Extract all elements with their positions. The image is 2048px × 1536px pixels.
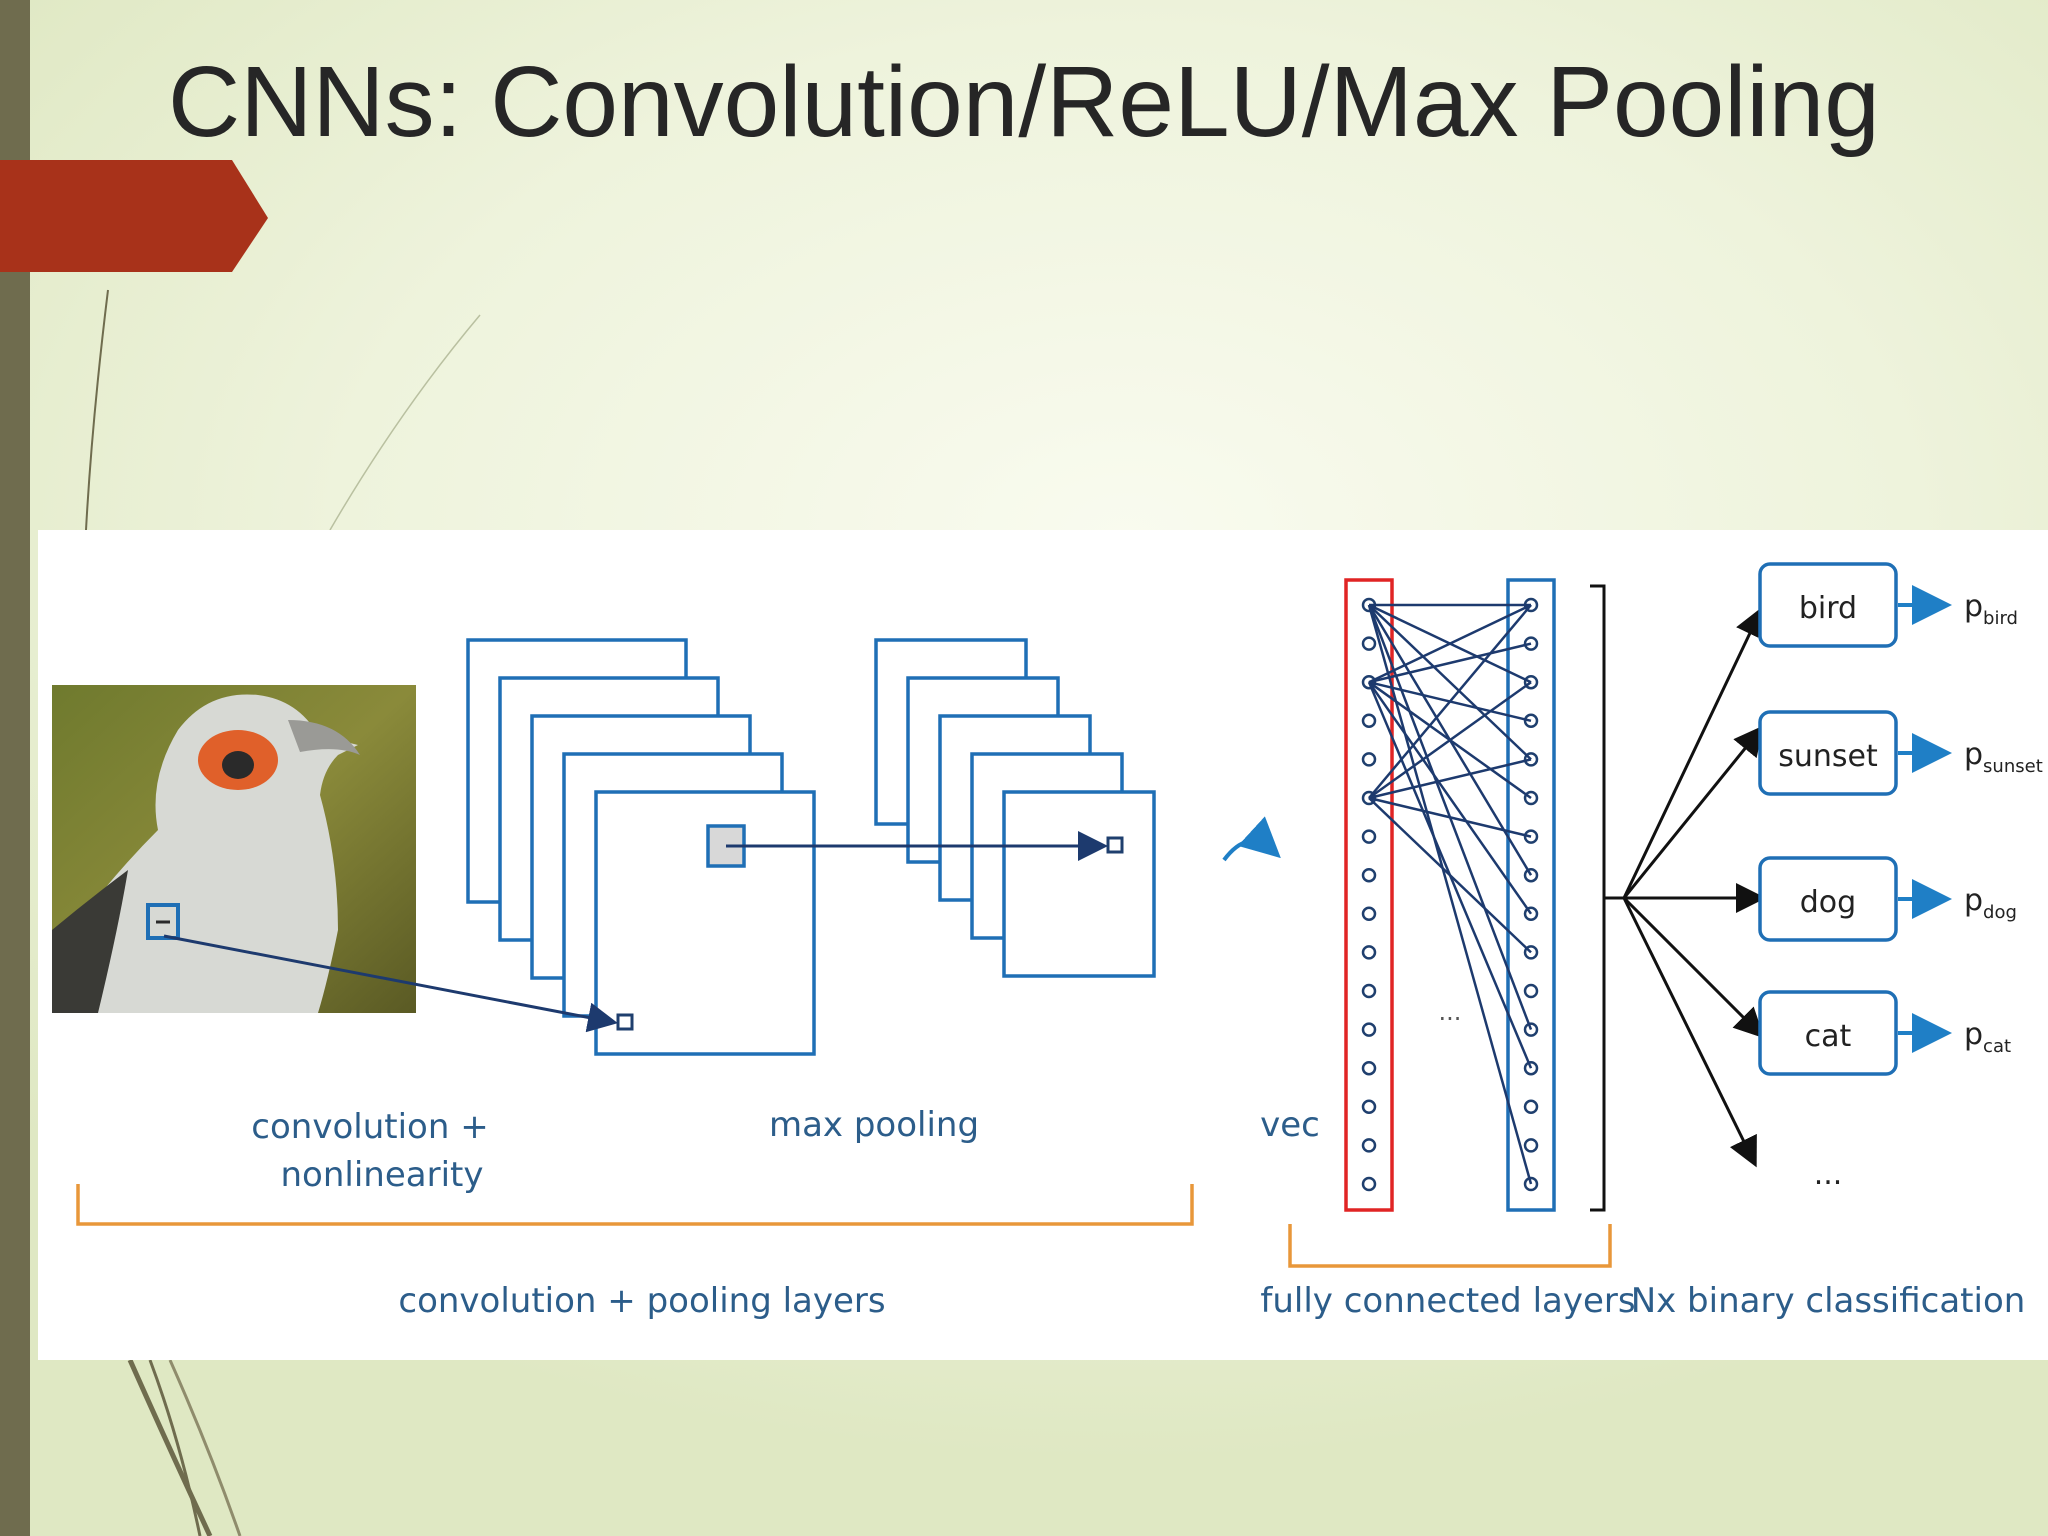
vec-node xyxy=(1361,906,1377,922)
fc-connection-line xyxy=(1368,604,1532,799)
fc-connection-line xyxy=(1368,681,1532,800)
flatten-curved-arrow xyxy=(1222,816,1281,862)
cnn-architecture-diagram: bird sunset dog cat pbird psunset pdog p… xyxy=(38,530,2048,1360)
class-label-dog: dog xyxy=(1800,885,1856,920)
fc-node xyxy=(1523,1138,1539,1153)
fc-connection-line xyxy=(1368,758,1532,800)
max-pooling-feature-maps xyxy=(874,638,1156,978)
vec-node xyxy=(1361,983,1377,999)
vec-node xyxy=(1361,1022,1377,1037)
vec-node xyxy=(1361,829,1377,844)
vec-node xyxy=(1361,945,1377,960)
fc-bracket xyxy=(1288,1224,1612,1268)
prob-dog: pdog xyxy=(1964,883,2017,923)
vec-node xyxy=(1361,1099,1377,1115)
max-pooling-label: max pooling xyxy=(769,1105,979,1145)
fc-output-bracket xyxy=(1590,584,1606,1212)
fc-connection-line xyxy=(1367,681,1533,915)
class-box-cat: cat xyxy=(1758,990,1898,1076)
vec-node xyxy=(1361,867,1377,883)
vec-node xyxy=(1361,1176,1377,1192)
vec-node xyxy=(1361,713,1377,729)
slide-title: CNNs: Convolution/ReLU/Max Pooling xyxy=(168,46,1880,158)
prob-cat: pcat xyxy=(1964,1017,2011,1057)
class-box-dog: dog xyxy=(1758,856,1898,942)
conv-label-line2: nonlinearity xyxy=(281,1155,484,1195)
vec-node xyxy=(1361,752,1377,767)
conv-label-line1: convolution + xyxy=(251,1107,488,1147)
conv-pooling-layers-label: convolution + pooling layers xyxy=(398,1281,885,1321)
input-bird-image xyxy=(52,685,416,1013)
fc-connection-line xyxy=(1367,681,1533,1069)
fc-node xyxy=(1523,983,1539,999)
class-label-cat: cat xyxy=(1805,1019,1852,1054)
vec-node xyxy=(1361,1060,1377,1076)
fc-layers-label: fully connected layers xyxy=(1260,1281,1635,1321)
vec-label: vec xyxy=(1260,1105,1320,1145)
pool-output-cell xyxy=(1106,836,1124,854)
fc-node xyxy=(1523,636,1539,651)
fc-connections xyxy=(1367,603,1533,1185)
fc-ellipsis: ... xyxy=(1439,998,1462,1026)
fc-connection-line xyxy=(1368,603,1532,684)
class-label-sunset: sunset xyxy=(1778,739,1878,774)
prob-bird: pbird xyxy=(1964,589,2018,629)
classification-fan-arrows xyxy=(1604,606,1766,1168)
fc-nodes xyxy=(1361,597,1539,1192)
fc-connection-line xyxy=(1368,604,1532,761)
probability-arrows xyxy=(1898,585,1952,1053)
class-label-bird: bird xyxy=(1799,591,1857,626)
vec-node xyxy=(1361,636,1377,651)
fc-connection-line xyxy=(1367,604,1533,1031)
vec-layer-box xyxy=(1344,578,1394,1212)
fc-node xyxy=(1523,1099,1539,1115)
convolution-feature-maps xyxy=(466,638,816,1056)
red-arrow-tab xyxy=(0,160,268,272)
vec-node xyxy=(1361,1138,1377,1153)
fc-layer-box xyxy=(1506,578,1556,1212)
prob-sunset: psunset xyxy=(1964,737,2043,777)
class-box-sunset: sunset xyxy=(1758,710,1898,796)
conv-pooling-bracket xyxy=(76,1184,1194,1226)
receptive-field-arrow xyxy=(163,934,618,1033)
binary-classification-label: Nx binary classification xyxy=(1631,1281,2026,1321)
classes-ellipsis: ... xyxy=(1814,1157,1843,1192)
conv-output-cell xyxy=(616,1013,634,1031)
class-box-bird: bird xyxy=(1758,562,1898,648)
